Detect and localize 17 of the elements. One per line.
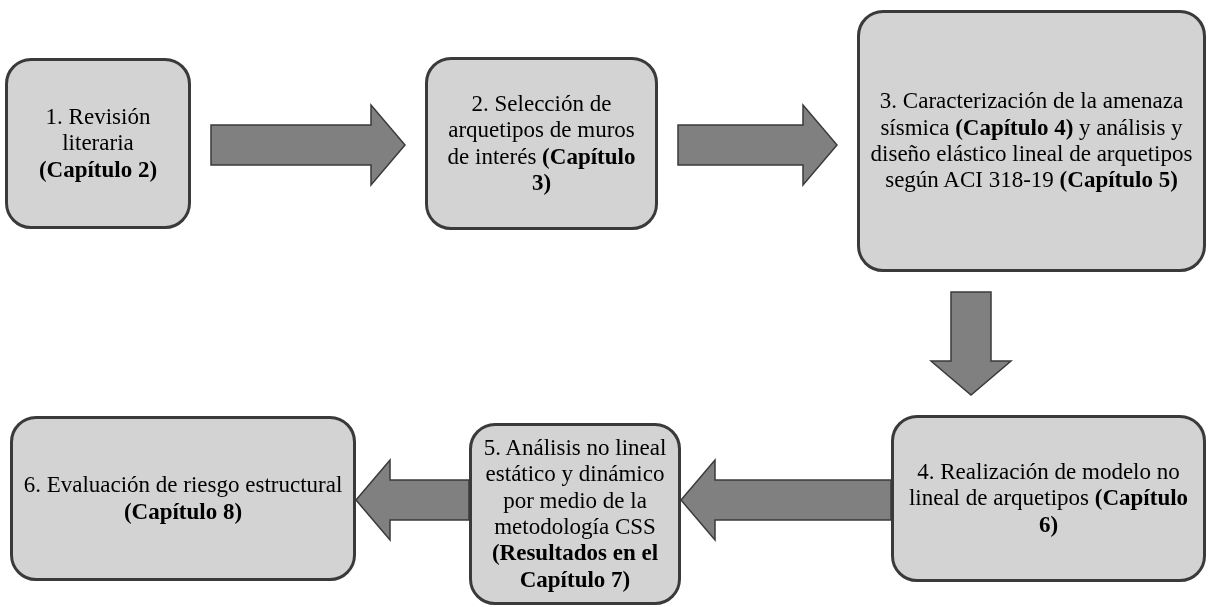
step-text: 1. Revisión literaria (Capítulo 2) bbox=[37, 103, 159, 184]
process-box bbox=[425, 57, 658, 230]
process-box bbox=[5, 58, 191, 229]
process-box bbox=[891, 415, 1206, 582]
block-arrow bbox=[355, 457, 470, 543]
process-box bbox=[469, 423, 681, 605]
step-text: 2. Selección de arquetipos de muros de interés (Capítulo 3) bbox=[446, 90, 637, 197]
process-box bbox=[10, 416, 356, 581]
block-arrow bbox=[680, 457, 892, 543]
block-arrow bbox=[210, 102, 406, 188]
block-arrow bbox=[677, 102, 838, 188]
step-text: 3. Caracterización de la amenaza sísmica (Capítulo 4) y análisis y diseño elástico lineal de arquetipos según ACI 318-19 (Capítulo 5) bbox=[870, 88, 1193, 194]
step-text: 5. Análisis no lineal estático y dinámico por medio de la metodología CSS (Resultados en el Capítulo 7) bbox=[482, 434, 668, 594]
process-box bbox=[857, 10, 1206, 272]
step-text: 4. Realización de modelo no lineal de arquetipos (Capítulo 6) bbox=[907, 458, 1190, 539]
step-text: 6. Evaluación de riesgo estructural (Capítulo 8) bbox=[23, 472, 343, 525]
block-arrow bbox=[928, 291, 1014, 396]
